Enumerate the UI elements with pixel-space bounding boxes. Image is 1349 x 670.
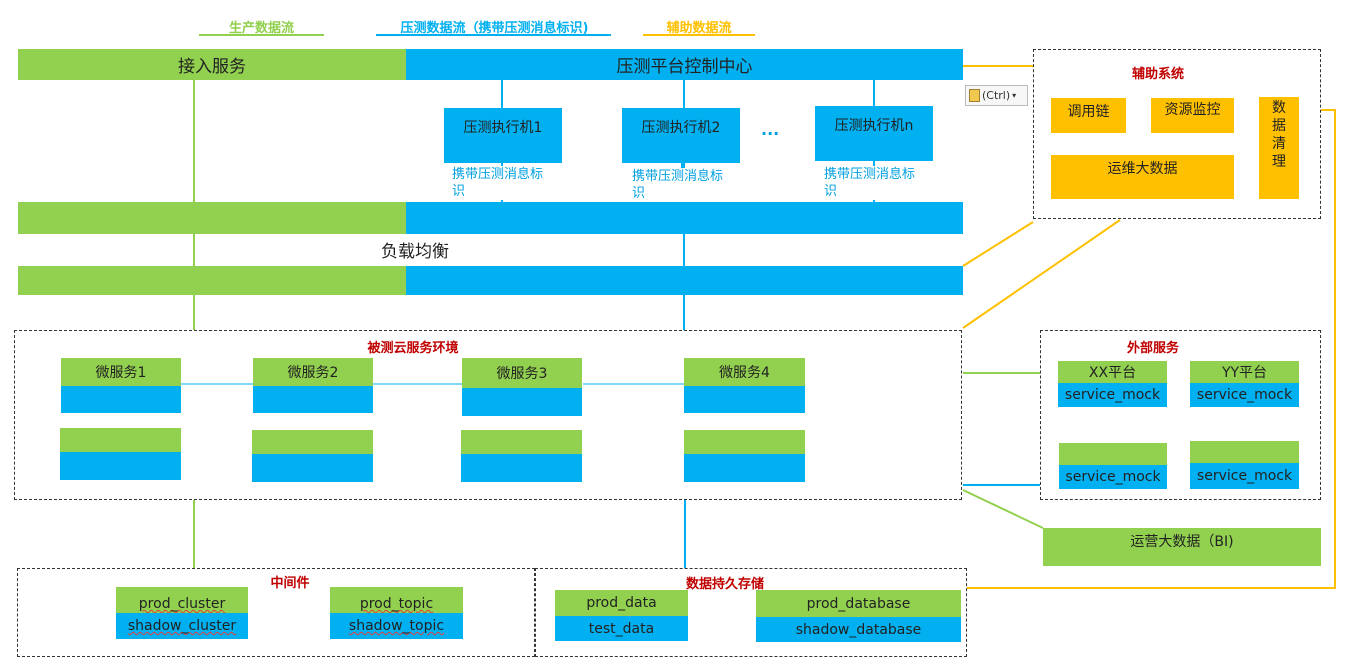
instance-1-prod <box>60 428 181 452</box>
external-services-panel <box>1040 330 1321 500</box>
ops-bigdata-box: 运维大数据 <box>1051 155 1234 199</box>
clipboard-icon <box>969 89 980 102</box>
lb-green-top <box>18 202 406 234</box>
access-service-label: 接入服务 <box>178 57 246 77</box>
prod-database-box: prod_database <box>756 590 961 617</box>
yy-instance-mock: service_mock <box>1190 463 1299 489</box>
instance-2-prod <box>252 430 373 454</box>
shadow-topic-label: shadow_topic <box>348 618 445 634</box>
control-center-label: 压测平台控制中心 <box>616 57 753 77</box>
control-center-bar: 压测平台控制中心 <box>406 49 963 80</box>
prod-data-label: prod_data <box>586 595 657 611</box>
executor-1-tag: 携带压测消息标识 <box>452 166 552 200</box>
executor-n-tag: 携带压测消息标识 <box>824 166 924 200</box>
external-services-title: 外部服务 <box>1126 341 1179 356</box>
lb-blue-bottom <box>406 266 963 295</box>
storage-panel <box>535 568 967 657</box>
yy-service-mock: service_mock <box>1190 383 1299 407</box>
middleware-panel <box>17 568 535 657</box>
microservice-1-shadow <box>61 386 181 413</box>
executor-1: 压测执行机1 <box>444 108 562 163</box>
instance-1-shadow <box>60 452 181 480</box>
microservice-3-shadow <box>462 388 582 416</box>
executor-2: 压测执行机2 <box>622 108 740 163</box>
clean-label: 数据清理 <box>1272 100 1286 170</box>
yy-platform-header: YY平台 <box>1190 361 1299 383</box>
xx-platform-header: XX平台 <box>1058 361 1167 383</box>
xx-instance-prod <box>1059 443 1167 465</box>
executor-2-tag: 携带压测消息标识 <box>632 168 732 202</box>
xx-instance-mock: service_mock <box>1059 465 1167 489</box>
instance-3-shadow <box>461 454 582 482</box>
shadow-cluster-label: shadow_cluster <box>127 618 237 634</box>
prod-cluster-box: prod_cluster <box>116 587 248 613</box>
shadow-topic-box: shadow_topic <box>330 613 463 639</box>
ops-bigdata-label: 运维大数据 <box>1107 161 1178 177</box>
executor-n-label: 压测执行机n <box>834 118 914 134</box>
microservice-4-label: 微服务4 <box>719 365 770 381</box>
chevron-down-icon: ▾ <box>1012 91 1017 100</box>
legend-pressure: 压测数据流（携带压测消息标识) <box>400 21 589 36</box>
executor-2-label: 压测执行机2 <box>641 120 721 136</box>
prod-topic-box: prod_topic <box>330 587 463 613</box>
trace-label: 调用链 <box>1067 104 1110 120</box>
access-service-bar: 接入服务 <box>18 49 406 80</box>
paste-options-button[interactable]: (Ctrl) ▾ <box>965 85 1028 106</box>
prod-database-label: prod_database <box>806 595 911 612</box>
shadow-database-box: shadow_database <box>756 617 961 642</box>
microservice-1-header: 微服务1 <box>61 358 181 386</box>
xx-instance-mock-label: service_mock <box>1065 469 1161 485</box>
microservice-1-label: 微服务1 <box>95 365 147 381</box>
executor-1-label: 压测执行机1 <box>463 120 543 136</box>
microservice-2-label: 微服务2 <box>287 365 339 381</box>
yy-instance-mock-label: service_mock <box>1196 468 1293 484</box>
instance-2-shadow <box>252 454 373 482</box>
microservice-2-shadow <box>253 386 373 413</box>
prod-cluster-label: prod_cluster <box>138 596 226 612</box>
prod-data-box: prod_data <box>555 590 688 616</box>
shadow-cluster-box: shadow_cluster <box>116 613 248 639</box>
xx-service-mock-label: service_mock <box>1064 387 1161 403</box>
test-data-box: test_data <box>555 616 688 641</box>
instance-4-prod <box>684 430 805 454</box>
microservice-3-header: 微服务3 <box>462 358 582 388</box>
executor-n: 压测执行机n <box>815 106 933 161</box>
legend-auxiliary: 辅助数据流 <box>666 21 732 36</box>
instance-4-shadow <box>684 454 805 482</box>
instance-3-prod <box>461 430 582 454</box>
prod-topic-label: prod_topic <box>359 596 434 612</box>
load-balance-label: 负载均衡 <box>360 236 470 262</box>
trace-box: 调用链 <box>1051 98 1126 133</box>
executor-ellipsis: ... <box>761 120 780 139</box>
yy-service-mock-label: service_mock <box>1196 387 1293 403</box>
bi-label: 运营大数据（BI) <box>1130 534 1234 550</box>
test-data-label: test_data <box>588 620 655 637</box>
xx-platform-label: XX平台 <box>1088 365 1137 381</box>
storage-title: 数据持久存储 <box>685 577 764 592</box>
microservice-4-header: 微服务4 <box>684 358 805 386</box>
cloud-env-panel <box>14 330 962 500</box>
middleware-title: 中间件 <box>270 576 310 591</box>
microservice-3-label: 微服务3 <box>496 366 548 382</box>
microservice-2-header: 微服务2 <box>253 358 373 386</box>
xx-service-mock: service_mock <box>1058 383 1167 407</box>
monitor-label: 资源监控 <box>1164 102 1221 118</box>
paste-options-label: (Ctrl) <box>982 89 1011 102</box>
legend-production: 生产数据流 <box>228 21 294 36</box>
monitor-box: 资源监控 <box>1151 98 1234 133</box>
microservice-4-shadow <box>684 386 805 413</box>
cloud-env-title: 被测云服务环境 <box>367 341 459 356</box>
bi-box: 运营大数据（BI) <box>1043 528 1321 566</box>
clean-box: 数据清理 <box>1259 97 1299 199</box>
yy-instance-prod <box>1190 441 1299 463</box>
yy-platform-label: YY平台 <box>1221 365 1268 381</box>
lb-blue-top <box>406 202 963 234</box>
lb-green-bottom <box>18 266 406 295</box>
shadow-database-label: shadow_database <box>795 621 922 638</box>
aux-system-title: 辅助系统 <box>1131 67 1184 82</box>
